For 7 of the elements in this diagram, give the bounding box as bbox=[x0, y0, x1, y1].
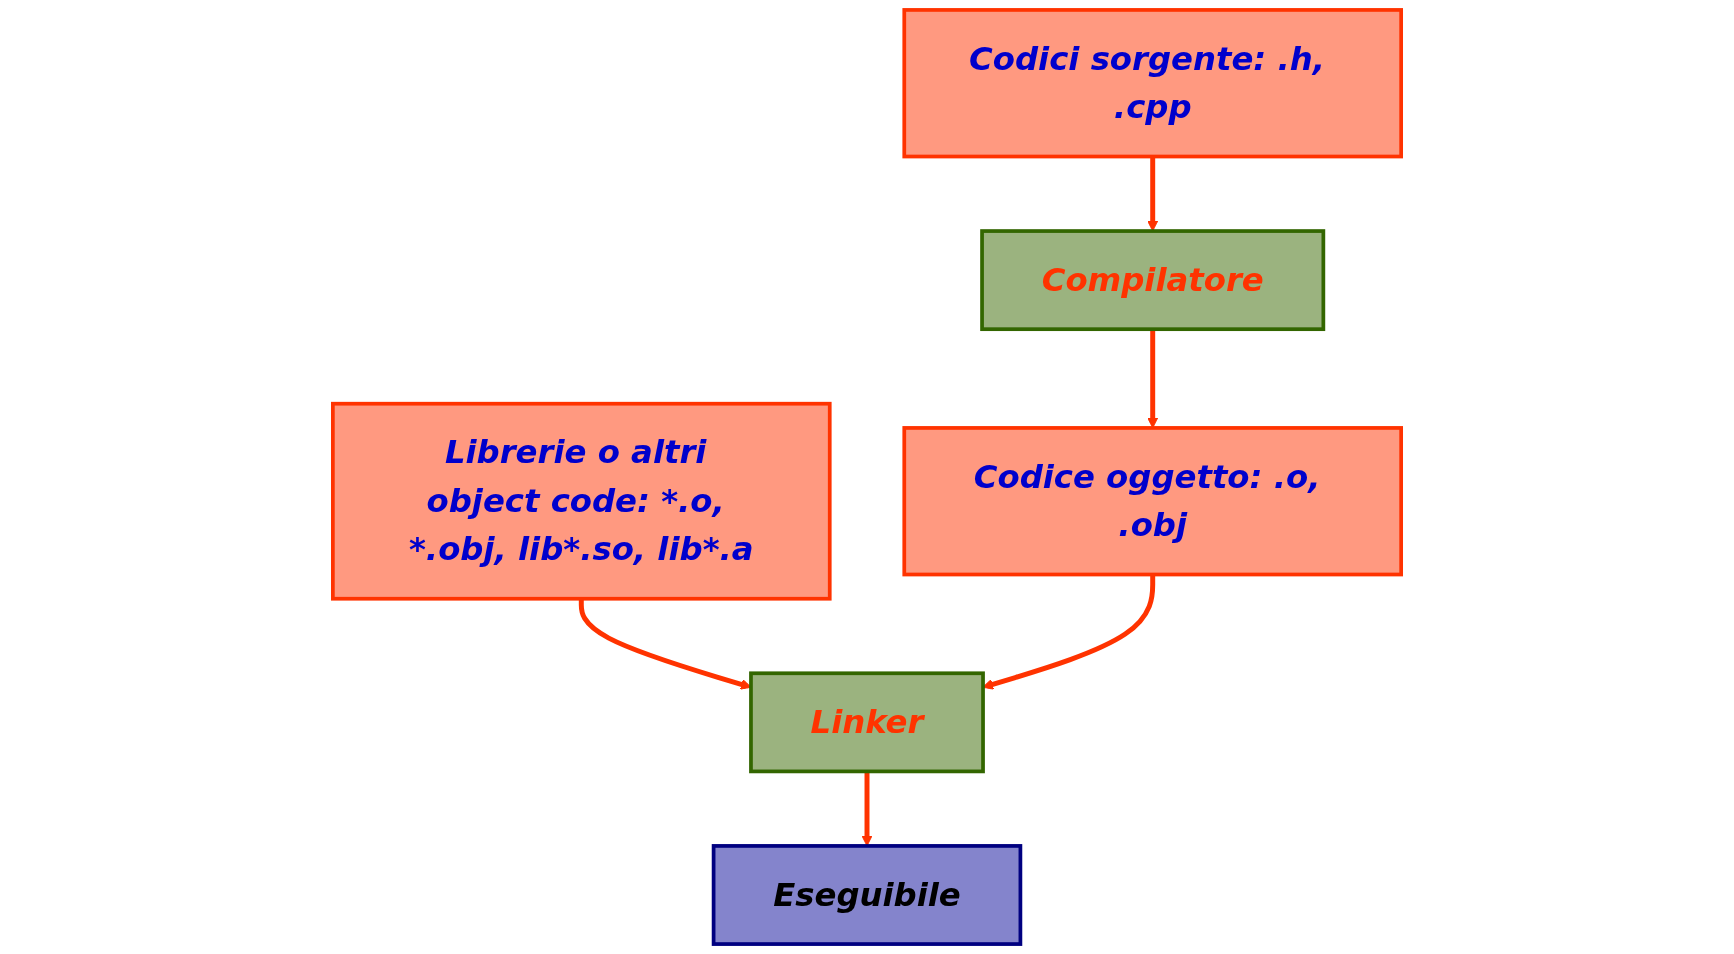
arrow bbox=[1147, 156, 1159, 232]
node-box: Codici sorgente: .h, .cpp bbox=[902, 8, 1403, 159]
node-box: Linker bbox=[749, 671, 985, 774]
node-box: Librerie o altri object code: *.o, *.obj, lib*.so, lib*.a bbox=[331, 401, 832, 601]
node-box: Codice oggetto: .o, .obj bbox=[902, 426, 1403, 577]
node-box: Eseguibile bbox=[711, 844, 1023, 946]
node-box: Compilatore bbox=[980, 229, 1326, 332]
